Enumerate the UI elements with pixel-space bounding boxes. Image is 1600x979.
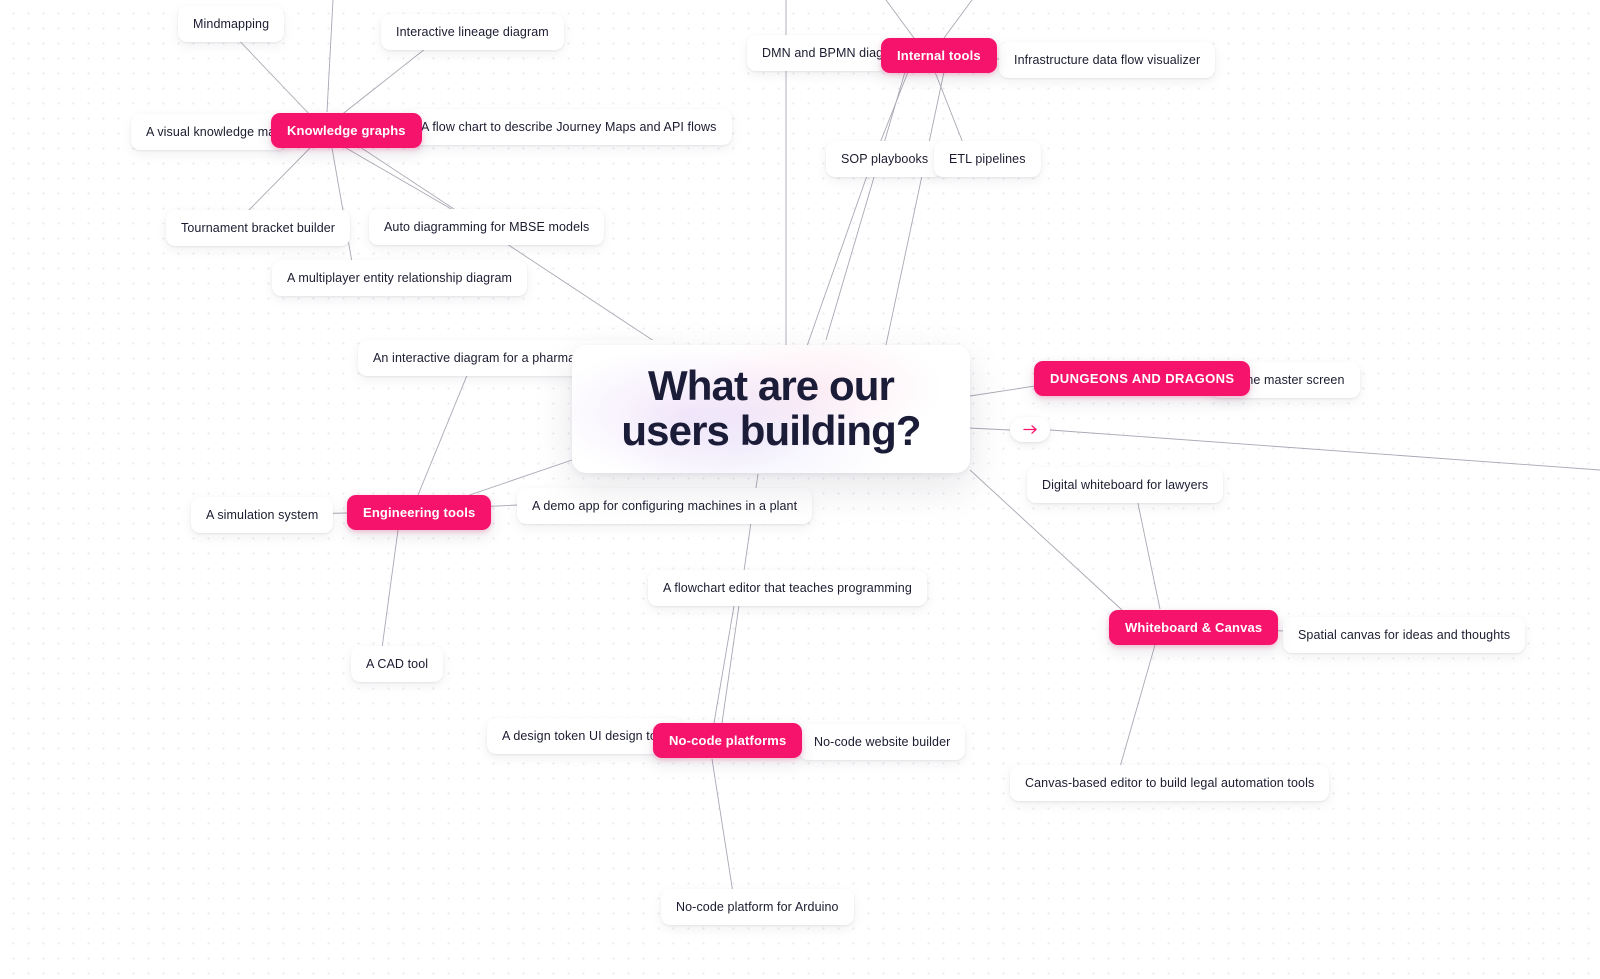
idea-card-digital-whiteboard-lawyers[interactable]: Digital whiteboard for lawyers — [1027, 467, 1224, 503]
edge-et-pharma — [417, 367, 471, 496]
edge-kg-tournament — [247, 145, 313, 212]
center-title-line-2: users building? — [621, 407, 921, 454]
idea-label: A visual knowledge management — [146, 124, 286, 139]
edge-it-center — [885, 71, 945, 346]
idea-card-flow-chart-journey-maps[interactable]: A flow chart to describe Journey Maps an… — [406, 109, 732, 145]
idea-card-interactive-lineage-diagram[interactable]: Interactive lineage diagram — [381, 14, 564, 50]
edge-it-sop-down — [806, 169, 870, 347]
edge-it-sop — [879, 71, 909, 144]
topic-label: Whiteboard & Canvas — [1125, 620, 1263, 635]
edge-pill-right — [1049, 429, 1600, 471]
edge-kg-mindmapping — [231, 32, 313, 118]
idea-label: A simulation system — [206, 507, 319, 522]
edge-pill-left — [967, 427, 1011, 431]
idea-label: Mindmapping — [193, 16, 270, 31]
idea-label: Tournament bracket builder — [181, 220, 336, 235]
idea-label: A multiplayer entity relationship diagra… — [287, 270, 513, 285]
edge-it-long1 — [825, 71, 906, 341]
topic-node-knowledge-graphs[interactable]: Knowledge graphs — [271, 113, 422, 148]
idea-card-no-code-platform-arduino[interactable]: No-code platform for Arduino — [661, 889, 854, 925]
idea-label: Auto diagramming for MBSE models — [384, 219, 590, 234]
topic-node-whiteboard-canvas[interactable]: Whiteboard & Canvas — [1109, 610, 1279, 645]
edge-et-cad — [381, 529, 399, 649]
idea-label: A flowchart editor that teaches programm… — [663, 580, 912, 595]
idea-label: Interactive lineage diagram — [396, 24, 549, 39]
edge-it-up1 — [885, 0, 915, 39]
idea-label: Infrastructure data flow visualizer — [1014, 52, 1201, 67]
idea-card-dmn-bpmn-diagram-editor[interactable]: DMN and BPMN diagram edit — [747, 35, 887, 71]
idea-card-etl-pipelines[interactable]: ETL pipelines — [934, 141, 1041, 177]
idea-card-multiplayer-erd[interactable]: A multiplayer entity relationship diagra… — [272, 260, 528, 296]
idea-card-infrastructure-data-flow-visualizer[interactable]: Infrastructure data flow visualizer — [999, 42, 1216, 78]
idea-card-canvas-legal-automation-tools[interactable]: Canvas-based editor to build legal autom… — [1010, 765, 1330, 801]
edge-wb-legal — [1119, 644, 1156, 768]
edge-nc-arduino — [711, 758, 734, 894]
idea-card-flowchart-editor-teaches-programming[interactable]: A flowchart editor that teaches programm… — [648, 570, 927, 606]
idea-label: ETL pipelines — [949, 151, 1026, 166]
edge-kg-mbse — [345, 147, 454, 211]
idea-label: A demo app for configuring machines in a… — [532, 498, 798, 513]
edge-it-up2 — [943, 0, 973, 39]
idea-card-tournament-bracket-builder[interactable]: Tournament bracket builder — [166, 210, 351, 246]
center-node-title: What are our users building? — [607, 364, 934, 453]
edge-kg-lineage — [339, 44, 431, 117]
idea-label: Digital whiteboard for lawyers — [1042, 477, 1209, 492]
topic-node-dungeons-and-dragons[interactable]: DUNGEONS AND DRAGONS — [1034, 361, 1251, 396]
idea-card-no-code-website-builder[interactable]: No-code website builder — [799, 724, 966, 760]
topic-node-internal-tools[interactable]: Internal tools — [881, 38, 997, 73]
topic-node-engineering-tools[interactable]: Engineering tools — [347, 495, 492, 530]
idea-label: Game master screen — [1226, 372, 1345, 387]
edge-nc-flowchart — [713, 599, 736, 724]
expand-arrow-button[interactable] — [1010, 417, 1050, 442]
topic-label: No-code platforms — [669, 733, 787, 748]
idea-label: Spatial canvas for ideas and thoughts — [1298, 627, 1511, 642]
topic-node-no-code-platforms[interactable]: No-code platforms — [653, 723, 803, 758]
idea-card-sop-playbooks[interactable]: SOP playbooks — [826, 141, 944, 177]
idea-label: SOP playbooks — [841, 151, 929, 166]
idea-label: DMN and BPMN diagram edit — [762, 45, 887, 60]
topic-label: Engineering tools — [363, 505, 476, 520]
topic-label: Internal tools — [897, 48, 981, 63]
edge-kg-top-stem — [326, 0, 334, 113]
idea-card-simulation-system[interactable]: A simulation system — [191, 497, 334, 533]
idea-label: No-code platform for Arduino — [676, 899, 839, 914]
idea-label: No-code website builder — [814, 734, 951, 749]
center-node-card[interactable]: What are our users building? — [572, 345, 970, 473]
idea-card-auto-diagramming-mbse[interactable]: Auto diagramming for MBSE models — [369, 209, 605, 245]
topic-label: Knowledge graphs — [287, 123, 406, 138]
idea-label: A flow chart to describe Journey Maps an… — [421, 119, 717, 134]
idea-label: A CAD tool — [366, 656, 429, 671]
edge-wb-lawyers — [1135, 493, 1161, 610]
idea-card-spatial-canvas-ideas-thoughts[interactable]: Spatial canvas for ideas and thoughts — [1283, 617, 1526, 653]
edge-it-etl — [934, 71, 964, 144]
edge-kg-center — [359, 146, 661, 346]
edge-dd-center — [969, 385, 1036, 397]
idea-card-cad-tool[interactable]: A CAD tool — [351, 646, 444, 682]
topic-label: DUNGEONS AND DRAGONS — [1050, 371, 1235, 386]
center-title-line-1: What are our — [648, 362, 895, 410]
idea-label: Canvas-based editor to build legal autom… — [1025, 775, 1315, 790]
arrow-right-icon — [1022, 424, 1038, 435]
idea-card-mindmapping[interactable]: Mindmapping — [178, 6, 285, 42]
idea-card-visual-knowledge-management[interactable]: A visual knowledge management — [131, 114, 286, 150]
idea-label: A design token UI design tool — [502, 728, 667, 743]
idea-card-demo-app-configuring-machines[interactable]: A demo app for configuring machines in a… — [517, 488, 813, 524]
